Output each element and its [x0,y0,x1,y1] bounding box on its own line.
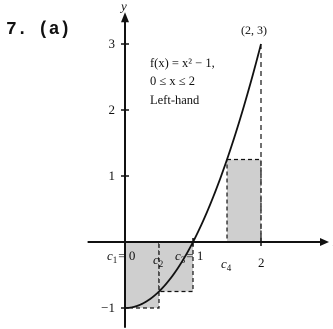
function-definition: f(x) = x² − 1, [150,56,215,70]
domain-definition: 0 ≤ x ≤ 2 [150,74,195,88]
sample-point-label-4: c4 [221,256,232,273]
endpoint-label: (2, 3) [241,23,267,37]
riemann-rectangle-4 [226,158,262,243]
problem-number: 7. [6,20,28,40]
sample-point-label-2: c2 [153,252,163,269]
riemann-rectangles [124,158,262,309]
sample-point-label-1: c1= 0 [107,248,135,265]
riemann-rectangle-2 [158,241,194,293]
x-axis-arrowhead [320,238,329,246]
axes: x y [87,0,333,328]
y-tick-label: 2 [109,102,116,117]
function-curve [124,43,262,309]
y-tick-label: −1 [101,300,115,315]
x-tick-label: 2 [258,255,265,270]
y-tick-label: 3 [109,36,116,51]
y-axis-label: y [119,0,127,13]
y-axis-arrowhead [121,12,129,23]
sample-point-label-3: c3= 1 [175,248,203,265]
problem-part: (a) [38,20,70,40]
y-tick-label: 1 [109,168,116,183]
method-label: Left-hand [150,93,200,107]
sample-point-labels: c1= 0 c2 c3= 1 c4 [107,248,232,273]
function-annotation: f(x) = x² − 1, 0 ≤ x ≤ 2 Left-hand [150,56,215,107]
